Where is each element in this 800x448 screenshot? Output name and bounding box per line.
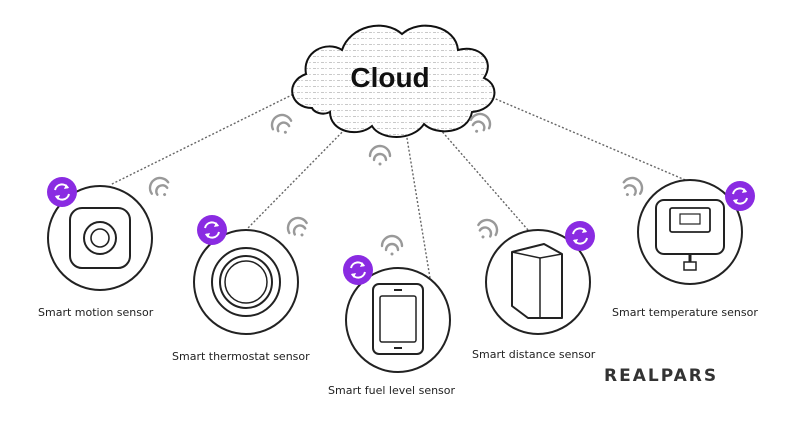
sync-icon (725, 181, 755, 211)
temperature-sensor-icon (655, 199, 725, 271)
connection-lines (109, 81, 691, 279)
wifi-icon (469, 112, 492, 133)
fuel-sensor-icon (372, 283, 424, 355)
wifi-icon (380, 234, 404, 256)
brand-logo: REALPARS (604, 366, 719, 386)
fuel-level-sensor-node (345, 267, 451, 373)
thermostat-sensor-label: Smart thermostat sensor (172, 350, 310, 363)
distance-sensor-node (485, 229, 591, 335)
cloud-label: Cloud (350, 62, 430, 93)
thermostat-icon (211, 247, 281, 317)
wifi-icon (477, 218, 499, 239)
distance-sensor-icon (511, 243, 563, 319)
connection-line-temperature (469, 87, 691, 183)
connection-line-fuel (404, 125, 431, 279)
sync-icon (197, 215, 227, 245)
wifi-icon (622, 176, 644, 197)
temperature-sensor-node (637, 179, 743, 285)
temperature-sensor-label: Smart temperature sensor (612, 306, 758, 319)
motion-sensor-label: Smart motion sensor (38, 306, 154, 319)
sync-icon (565, 221, 595, 251)
wifi-icon (270, 113, 293, 134)
connection-line-distance (431, 119, 529, 231)
sync-icon (343, 255, 373, 285)
connection-line-thermostat (247, 117, 357, 229)
wifi-icon (286, 216, 308, 237)
wifi-icon (368, 144, 392, 166)
cloud-shape (291, 24, 496, 138)
sync-icon (47, 177, 77, 207)
motion-sensor-node (47, 185, 153, 291)
thermostat-sensor-node (193, 229, 299, 335)
sync-badges (47, 177, 755, 285)
distance-sensor-label: Smart distance sensor (472, 348, 596, 361)
fuel-level-sensor-label: Smart fuel level sensor (328, 384, 456, 397)
wifi-icon (148, 176, 170, 197)
connection-line-motion (109, 81, 319, 186)
motion-sensor-icon (69, 207, 131, 269)
